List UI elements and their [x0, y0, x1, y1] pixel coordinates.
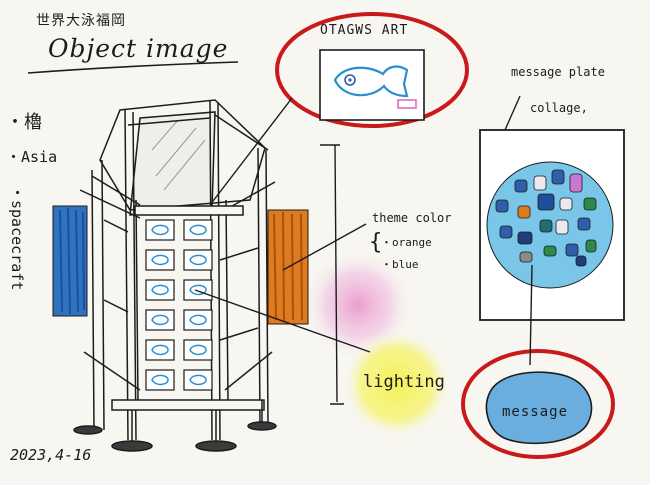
- plate-cell: [183, 309, 213, 331]
- title-underline: [27, 61, 239, 74]
- kanji-title: 世界大泳福岡: [36, 13, 126, 29]
- collage-tile: [533, 175, 547, 191]
- theme-color-blue: ・blue: [381, 258, 419, 271]
- collage-tile: [514, 179, 528, 193]
- sketch-date: 2023,4-16: [10, 446, 92, 464]
- collage-tile: [559, 197, 573, 211]
- collage-tile: [575, 255, 587, 267]
- message-plate-label: message plate: [511, 65, 605, 79]
- artwork-label: OTAGWS ART: [320, 23, 409, 38]
- collage-tile: [543, 245, 557, 257]
- blue-side-panel: [52, 205, 88, 317]
- plate-cell: [145, 309, 175, 331]
- page-title: Object image: [48, 34, 229, 63]
- red-circle-message: [461, 349, 615, 459]
- collage-tile: [537, 193, 555, 211]
- plate-cell: [183, 219, 213, 241]
- lighting-label: lighting: [363, 372, 445, 392]
- red-circle-artwork: [275, 12, 469, 128]
- pointer-lines: [194, 95, 533, 405]
- note-bullet-yagura: ・櫓: [6, 112, 42, 133]
- note-bullet-asia: ・Asia: [6, 148, 58, 166]
- collage-tile: [539, 219, 553, 233]
- note-bullet-spacecraft: ・spacecraft: [8, 185, 26, 291]
- message-plate-grid: [145, 219, 213, 391]
- tower: [73, 99, 277, 452]
- theme-color-orange: ・orange: [381, 236, 432, 249]
- plate-cell: [145, 249, 175, 271]
- plate-cell: [183, 279, 213, 301]
- plate-cell: [183, 369, 213, 391]
- theme-brace: {: [369, 230, 383, 255]
- message-bubble-label: message: [502, 404, 569, 420]
- yellow-light-glow: [342, 329, 452, 439]
- collage-tile: [519, 251, 533, 263]
- collage-tile: [551, 169, 565, 185]
- collage-tile: [577, 217, 591, 231]
- collage-tile: [517, 205, 531, 219]
- plate-cell: [145, 339, 175, 361]
- collage-tile: [585, 239, 597, 253]
- collage-label: collage,: [530, 101, 588, 115]
- collage-tile: [495, 199, 509, 213]
- artwork-frame: [319, 49, 425, 121]
- plate-cell: [183, 339, 213, 361]
- plate-cell: [145, 279, 175, 301]
- collage-tiles: [495, 169, 597, 267]
- theme-color-label: theme color: [372, 211, 452, 225]
- plate-cell: [145, 219, 175, 241]
- collage-tile: [569, 173, 583, 193]
- collage-tile: [583, 197, 597, 211]
- plate-cell: [183, 249, 213, 271]
- collage-tile: [499, 225, 513, 239]
- collage-tile: [565, 243, 579, 257]
- collage-tile: [517, 231, 533, 245]
- plate-cell: [145, 369, 175, 391]
- message-bubble: [485, 371, 593, 445]
- collage-tile: [555, 219, 569, 235]
